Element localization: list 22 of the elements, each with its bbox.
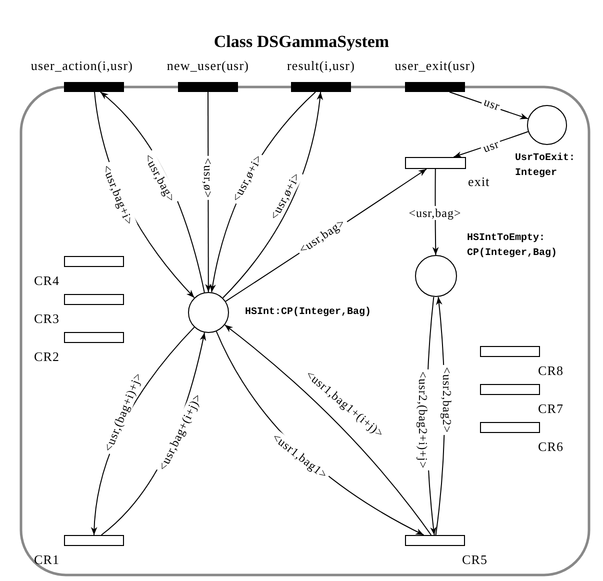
place-label: UsrToExit: Integer [515, 152, 576, 181]
transition-label: result(i,usr) [286, 58, 356, 73]
arc-label: <usr2,(bag2+i)+j> [416, 369, 430, 471]
arc-arrow [449, 92, 528, 120]
arc-label: <usr,bag> [406, 206, 464, 220]
transition-label: exit [468, 174, 490, 189]
place-label: HSInt:CP(Integer,Bag) [245, 306, 372, 320]
transition-label: CR3 [34, 311, 60, 326]
transition-label: CR4 [34, 273, 60, 288]
transition-label: CR5 [462, 552, 488, 567]
transition-label: user_exit(usr) [394, 58, 476, 73]
diagram-title: Class DSGammaSystem [212, 31, 390, 53]
transition-label: user_action(i,usr) [30, 58, 134, 73]
transition-label: CR8 [538, 363, 564, 378]
transition-label: CR1 [34, 552, 60, 567]
place-label: HSIntToEmpty: CP(Integer,Bag) [467, 232, 558, 261]
arc-arrow [222, 92, 323, 298]
transition-label: CR6 [538, 439, 564, 454]
transition-label: new_user(usr) [166, 58, 250, 73]
transition-label: CR2 [34, 349, 60, 364]
transition-label: CR7 [538, 401, 564, 416]
arc-label: <usr2,bag2> [440, 364, 454, 436]
